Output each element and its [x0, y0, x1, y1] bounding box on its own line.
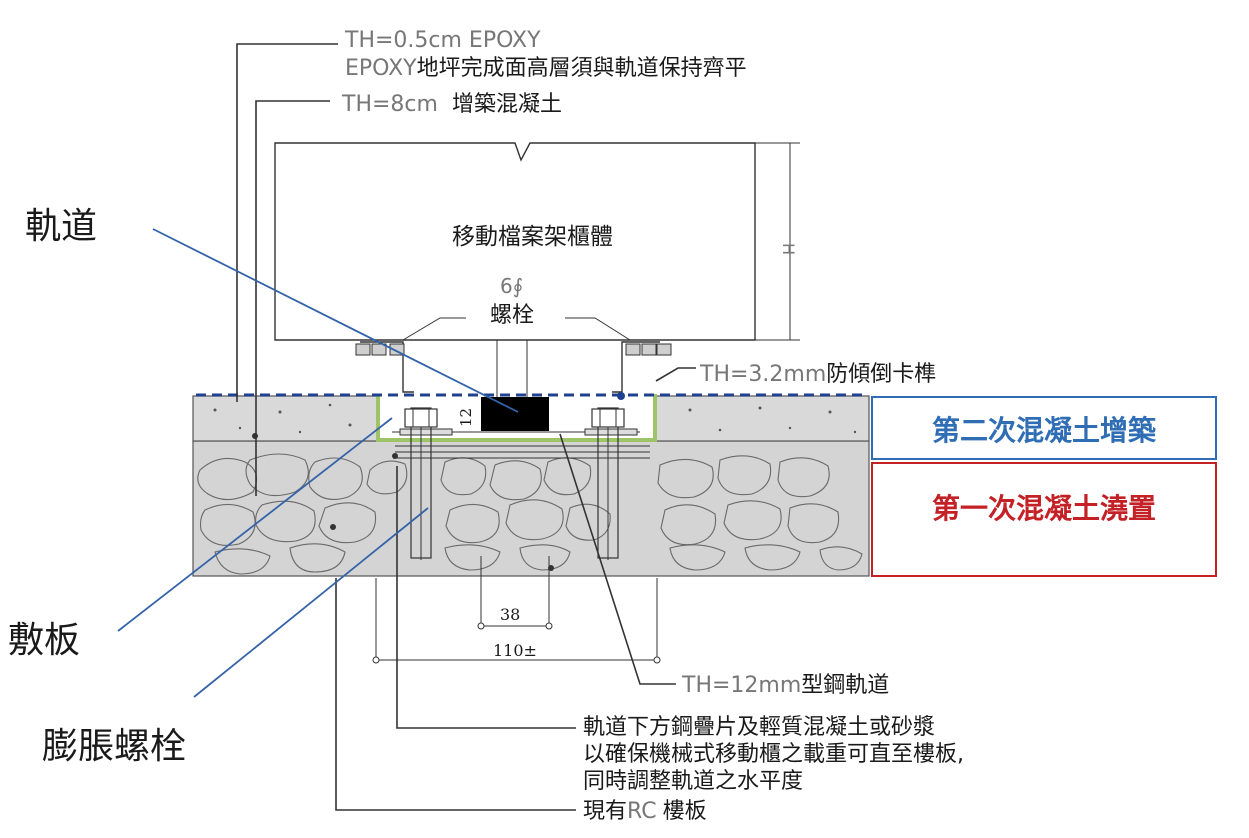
steel-rail-block	[481, 397, 549, 431]
dim-110-label: 110±	[493, 641, 537, 660]
legend-second-pour: 第二次混凝土增築	[932, 414, 1157, 447]
anti-tilt-bracket-right	[612, 341, 660, 393]
bolt-size-label: 6∮	[500, 274, 523, 298]
shim-note-line2: 以確保機械式移動櫃之載重可直至樓板,	[583, 742, 964, 767]
leader-lines	[236, 43, 696, 811]
callout-expansion-bolt: 膨脹螺栓	[42, 726, 186, 767]
epoxy-level-note: EPOXY地坪完成面高層須與軌道保持齊平	[345, 56, 747, 81]
aggregate-stones	[197, 453, 863, 575]
shim-note-line3: 同時調整軌道之水平度	[583, 769, 803, 794]
bolt-nut-right	[591, 408, 625, 428]
height-dimension: H	[755, 142, 800, 341]
bolt-label: 螺栓	[490, 303, 534, 328]
bolt-nut-left	[404, 408, 438, 428]
callout-track: 軌道	[25, 206, 97, 247]
callout-lines	[117, 228, 519, 698]
cabinet	[274, 142, 756, 397]
anti-tilt-label: TH=3.2mm防傾倒卡榫	[699, 362, 936, 387]
base-plate-green	[376, 394, 657, 442]
rail-height-dim: 12	[457, 408, 475, 427]
dim-38-label: 38	[500, 605, 520, 624]
rail-type-label: TH=12mm型鋼軌道	[681, 673, 889, 698]
legend: 第二次混凝土增築 第一次混凝土澆置	[871, 396, 1217, 577]
shim-note-line1: 軌道下方鋼疊片及輕質混凝土或砂漿	[583, 715, 935, 740]
expansion-bolts	[404, 407, 625, 560]
existing-rc-slab	[192, 440, 870, 577]
cabinet-outline	[274, 142, 756, 341]
height-mark: H	[779, 243, 798, 255]
cabinet-body-label: 移動檔案架櫃體	[452, 224, 613, 250]
bracket-nuts	[355, 343, 672, 356]
epoxy-thickness-label: TH=0.5cm EPOXY	[344, 28, 541, 53]
callout-base-plate: 敷板	[8, 620, 80, 661]
legend-second-pour-box	[871, 396, 1217, 460]
anti-tilt-bracket-left	[360, 341, 414, 393]
legend-first-pour-box	[871, 462, 1217, 577]
legend-first-pour: 第一次混凝土澆置	[932, 492, 1156, 525]
